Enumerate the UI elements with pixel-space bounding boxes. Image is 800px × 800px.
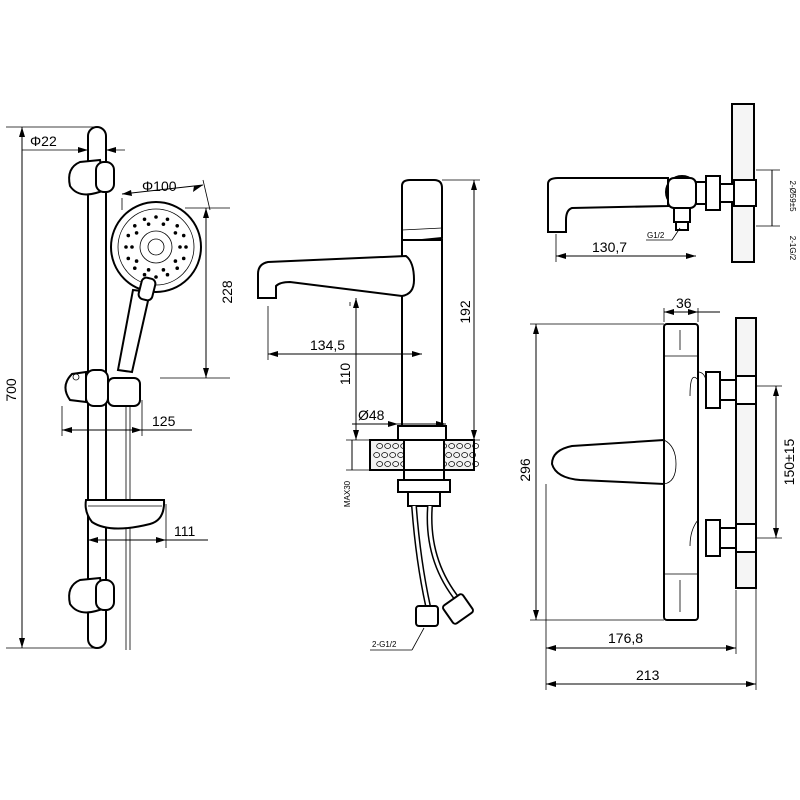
spout-body (547, 177, 669, 233)
basin-mixer: 2-G1/2 134,5 192 110 Ø48 MAX30 (257, 179, 480, 651)
soap-dish (84, 499, 166, 530)
thermo-total-depth-label: 213 (636, 667, 660, 683)
shower-rail-set: 700 Φ22 Φ100 (3, 126, 235, 650)
thermo-lever (550, 438, 665, 486)
rail-height-label: 700 (3, 378, 19, 402)
slide-holder (64, 370, 87, 404)
rail-diameter-label: Φ22 (30, 133, 57, 149)
thermo-inlet-spacing-label: 150±15 (781, 438, 797, 485)
dish-reach-label: 111 (174, 523, 195, 539)
holder-reach-label: 125 (152, 413, 176, 429)
spout-height-label: 110 (337, 363, 353, 386)
thermo-height-label: 296 (517, 458, 533, 482)
bath-spout: G1/2 130,7 2-Ø59±5 2-1G/2 (547, 103, 797, 263)
bath-center-range-label: 2-Ø59±5 (788, 180, 797, 212)
thermostatic-mixer: 36 296 150±15 176,8 213 (517, 295, 797, 690)
spout-reach-label: 134,5 (310, 337, 345, 353)
thermo-lever-reach-label: 176,8 (608, 630, 643, 646)
hose-thread-label: 2-G1/2 (372, 640, 397, 649)
mixer-height-label: 192 (457, 300, 473, 324)
bath-spout-reach-label: 130,7 (592, 239, 627, 255)
head-diameter-label: Φ100 (142, 178, 177, 194)
thermo-body (663, 323, 699, 621)
mixer-lever (401, 179, 443, 244)
head-drop-label: 228 (219, 280, 235, 304)
max-thickness-label: MAX30 (343, 480, 352, 507)
bath-outlet-thread-label: G1/2 (647, 231, 665, 240)
thermo-depth-label: 36 (676, 295, 692, 311)
mixer-spout (257, 254, 416, 299)
bath-inlet-thread-label: 2-1G/2 (788, 236, 797, 261)
hand-shower (110, 201, 202, 374)
base-diameter-label: Ø48 (358, 407, 385, 423)
